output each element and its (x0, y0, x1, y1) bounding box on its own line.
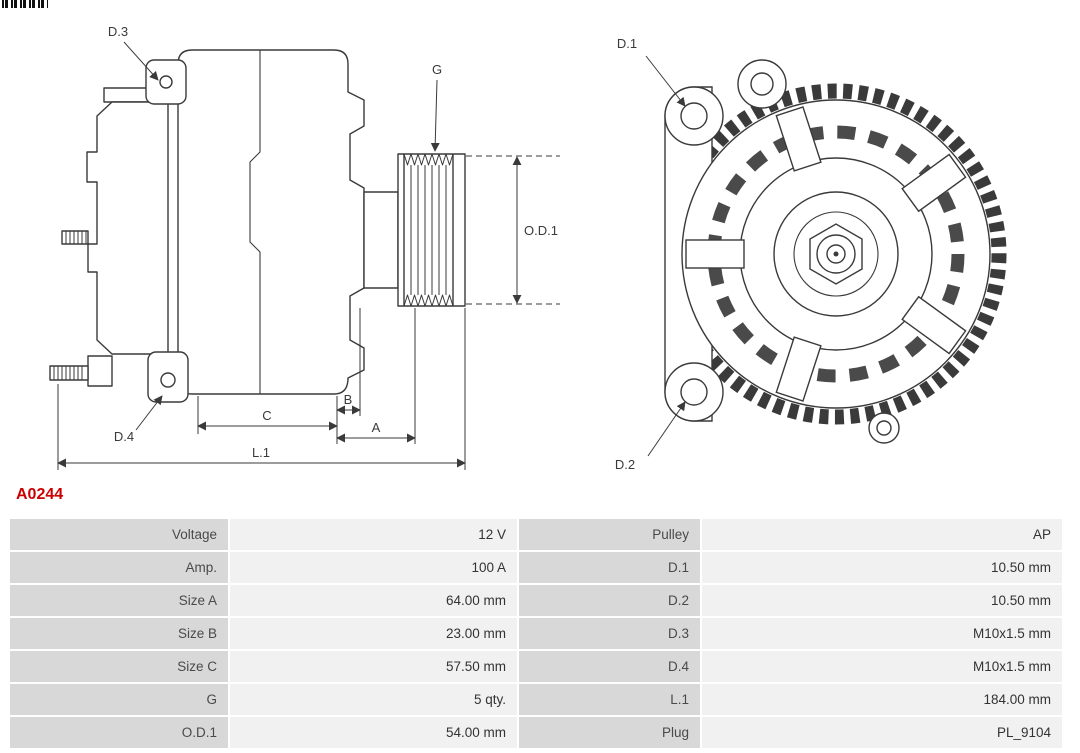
bottom-right-ear (868, 412, 900, 444)
spec-label: Amp. (10, 552, 228, 583)
dim-label-b: B (344, 392, 353, 407)
ear-d4 (147, 351, 189, 403)
dim-label-d3: D.3 (108, 24, 128, 39)
ear-d1 (664, 86, 724, 146)
spec-value: 23.00 mm (230, 618, 517, 649)
bottom-boss (87, 355, 113, 387)
spec-label: Plug (519, 717, 700, 748)
ear-d2 (664, 362, 724, 422)
spec-value: 57.50 mm (230, 651, 517, 682)
spec-label: O.D.1 (10, 717, 228, 748)
spec-value: 10.50 mm (702, 585, 1062, 616)
fan-spokes (685, 106, 967, 402)
dim-label-c: C (262, 408, 271, 423)
side-view (49, 49, 466, 403)
spec-table: Voltage 12 V Pulley AP Amp. 100 A D.1 10… (10, 519, 1062, 748)
spec-value: AP (702, 519, 1062, 550)
spec-value: M10x1.5 mm (702, 618, 1062, 649)
spec-value: PL_9104 (702, 717, 1062, 748)
spec-label: D.2 (519, 585, 700, 616)
technical-drawing: D.3 D.4 G O.D.1 C B A L.1 D.1 D.2 (49, 24, 1007, 472)
spec-value: 5 qty. (230, 684, 517, 715)
hole-d2 (680, 378, 708, 406)
ear-d3 (145, 59, 187, 105)
dim-label-g: G (432, 62, 442, 77)
spec-label: G (10, 684, 228, 715)
dim-label-l1: L.1 (252, 445, 270, 460)
spec-row: G 5 qty. L.1 184.00 mm (10, 684, 1062, 715)
spec-value: 12 V (230, 519, 517, 550)
dim-label-od1: O.D.1 (524, 223, 558, 238)
spec-row: Voltage 12 V Pulley AP (10, 519, 1062, 550)
spec-value: 64.00 mm (230, 585, 517, 616)
front-view-leaders (645, 55, 686, 457)
spec-row: Size B 23.00 mm D.3 M10x1.5 mm (10, 618, 1062, 649)
regulator-bump (103, 87, 151, 103)
vent-slots-ring (707, 125, 965, 383)
spec-label: Size C (10, 651, 228, 682)
spec-value: 100 A (230, 552, 517, 583)
spec-label: D.1 (519, 552, 700, 583)
top-boss (737, 59, 787, 109)
dim-label-d4: D.4 (114, 429, 134, 444)
spec-row: Size C 57.50 mm D.4 M10x1.5 mm (10, 651, 1062, 682)
spec-label: Pulley (519, 519, 700, 550)
dim-label-d1: D.1 (617, 36, 637, 51)
front-view (664, 59, 1007, 444)
spec-label: L.1 (519, 684, 700, 715)
spec-value: 184.00 mm (702, 684, 1062, 715)
spec-label: Voltage (10, 519, 228, 550)
spec-value: 10.50 mm (702, 552, 1062, 583)
spec-label: D.3 (519, 618, 700, 649)
spec-value: M10x1.5 mm (702, 651, 1062, 682)
spec-label: D.4 (519, 651, 700, 682)
front-bracket (177, 49, 365, 395)
dim-label-a: A (372, 420, 381, 435)
dim-label-d2: D.2 (615, 457, 635, 472)
spec-value: 54.00 mm (230, 717, 517, 748)
spec-row: O.D.1 54.00 mm Plug PL_9104 (10, 717, 1062, 748)
shaft-boss (363, 191, 399, 289)
spec-row: Amp. 100 A D.1 10.50 mm (10, 552, 1062, 583)
part-number: A0244 (16, 486, 64, 503)
hole-d1 (680, 102, 708, 130)
spec-label: Size B (10, 618, 228, 649)
side-view-dimensions (57, 41, 560, 470)
spec-label: Size A (10, 585, 228, 616)
barcode-icon (2, 0, 48, 8)
rear-housing (86, 101, 169, 355)
spec-row: Size A 64.00 mm D.2 10.50 mm (10, 585, 1062, 616)
